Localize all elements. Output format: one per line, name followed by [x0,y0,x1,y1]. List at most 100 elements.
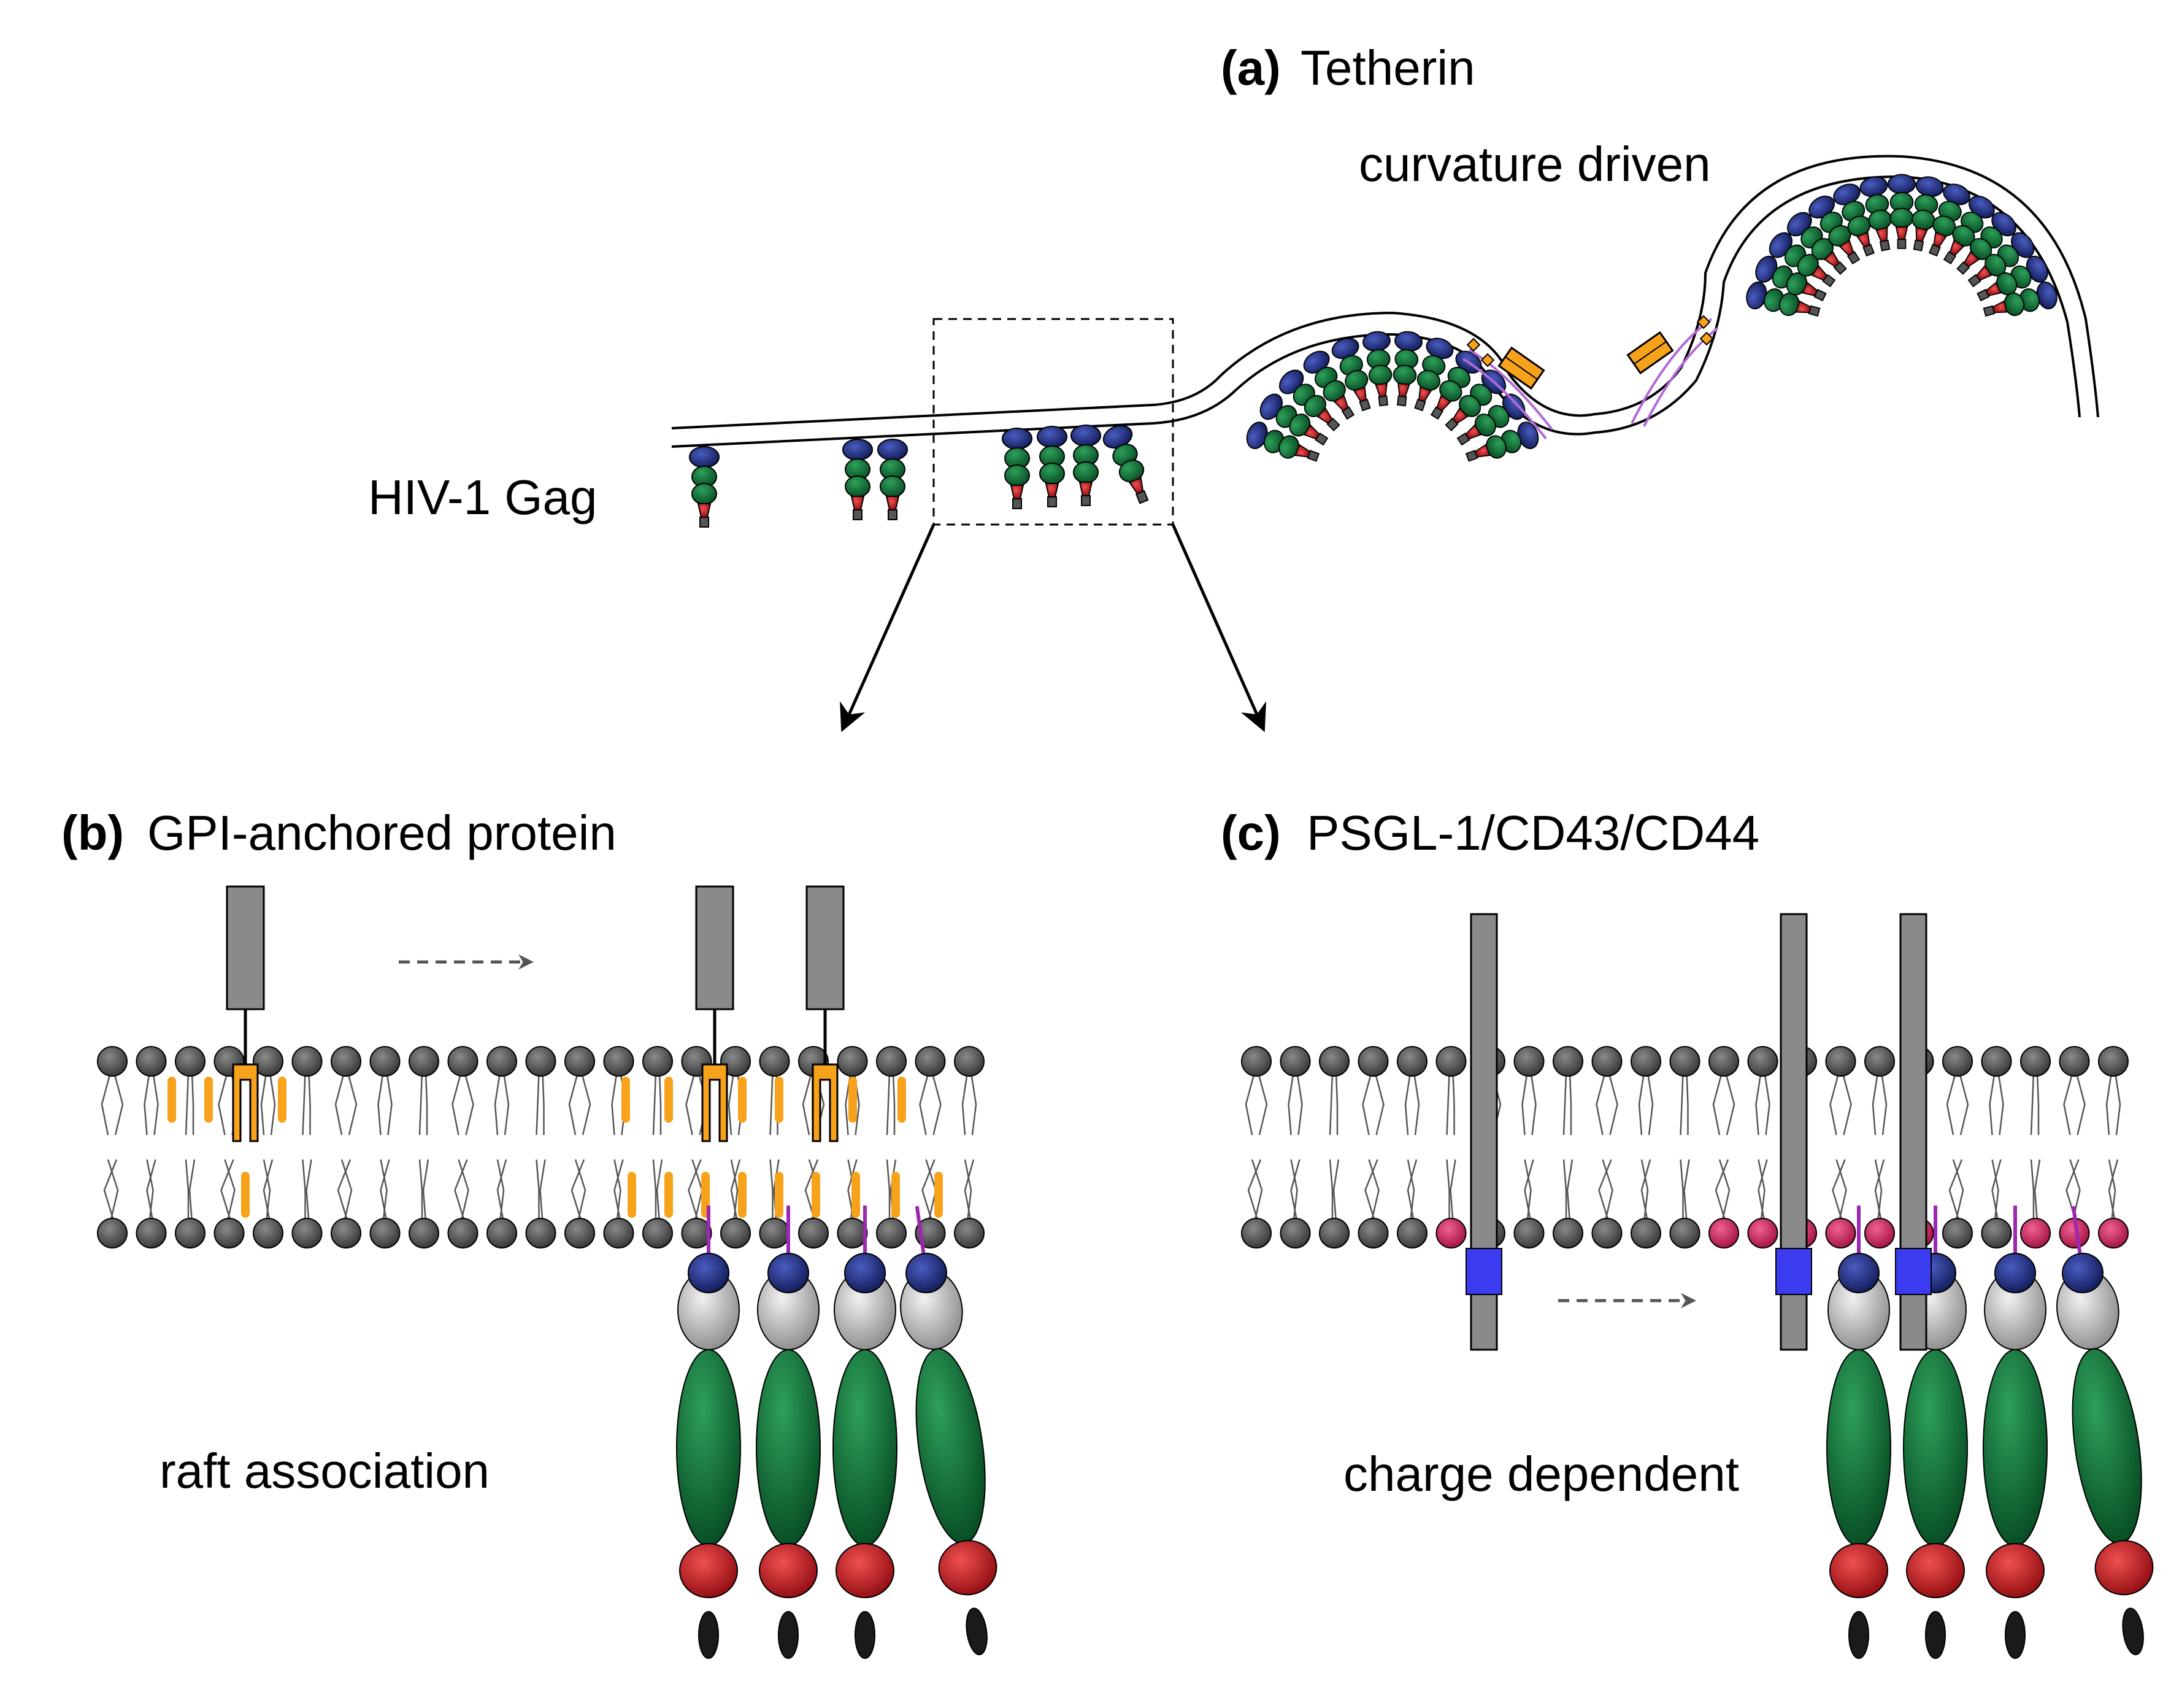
lipid-icon [409,1218,439,1248]
gag-molecule-icon [1746,281,1821,317]
panel-a: (a) Tetherin curvature driven HIV-1 Gag [368,40,2099,733]
pip2-lipid-icon [2098,1218,2129,1248]
gag-molecule-icon [1070,425,1101,506]
gag-molecule-icon [1956,212,2016,275]
lipid-icon [136,1218,167,1248]
lipid-icon [1513,1218,1545,1248]
gag-molecule-icon [1887,174,1916,249]
gag-label: HIV-1 Gag [368,470,598,525]
cholesterol-icon [775,1172,783,1218]
cholesterol-icon [628,1172,636,1218]
transmembrane-protein-icon [1466,913,1502,1351]
gag-molecule-icon [1362,331,1393,407]
cholesterol-icon [848,1077,857,1123]
lipid-icon [876,1046,907,1077]
lipid-icon [525,1218,556,1248]
gag-molecule-icon [900,1206,997,1655]
cholesterol-icon [278,1077,286,1123]
lipid-icon [1513,1046,1545,1077]
zoom-arrow-right [1171,523,1267,733]
lipid-icon [1241,1218,1272,1248]
lipid-icon [1669,1046,1700,1077]
lipid-icon [954,1218,985,1248]
zoom-arrow-left [840,523,936,733]
lipid-icon [97,1218,128,1248]
cholesterol-icon [167,1077,176,1123]
gag-molecule-icon [842,439,873,520]
gag-molecule-icon [832,1206,897,1659]
gag-molecule-icon [756,1206,821,1659]
lipid-icon [876,1218,907,1248]
lipid-icon [720,1046,751,1077]
gag-molecule-icon [1331,337,1371,412]
gag-molecule-icon [1303,350,1355,420]
gag-lattice-buds [1246,174,2058,462]
panel-c-letter: (c) [1221,806,1281,860]
lipid-icon [253,1218,283,1248]
lipid-icon [291,1218,323,1248]
panel-a-letter: (a) [1221,40,1281,95]
gag-molecule-icon [1826,1206,1891,1659]
lipid-icon [97,1046,128,1077]
lipid-icon [954,1046,985,1077]
pip2-lipid-icon [1708,1218,1739,1248]
cholesterol-icon [775,1077,783,1123]
lipid-icon [175,1218,206,1248]
lipid-icon [369,1046,401,1077]
panel-b: (b) GPI-anchored protein raft associatio… [61,806,997,1659]
lipid-icon [369,1218,401,1248]
pip2-lipid-icon [1864,1218,1895,1248]
lipid-icon [603,1046,634,1077]
gag-molecules-b [676,1206,997,1659]
panel-a-title: Tetherin [1301,40,1475,95]
lipid-icon [798,1218,829,1248]
curvature-label: curvature driven [1359,137,1711,191]
gag-molecule-icon [689,446,720,528]
lipid-icon [2059,1046,2090,1077]
lipid-icon [564,1046,595,1077]
gag-molecule-icon [1246,421,1320,462]
lipid-icon [759,1046,790,1077]
cholesterol-icon [241,1172,250,1218]
gag-molecule-icon [877,439,908,520]
lipid-icon [837,1218,868,1248]
lipid-icon [253,1046,283,1077]
gag-molecules-flat [689,425,1149,528]
panel-b-letter: (b) [61,806,124,860]
gag-molecule-icon [1465,421,1539,462]
lipid-icon [1825,1046,1856,1077]
gag-molecules-c [1826,1206,2154,1659]
cholesterol-icon [664,1077,673,1123]
gag-molecule-icon [1977,255,2048,302]
myristoyl-anchor [2071,1206,2083,1256]
lipid-icon [486,1046,517,1077]
gag-molecule-icon [1102,425,1149,504]
gpi-protein-icon [695,885,734,1142]
lipid-icon [1981,1218,2012,1248]
tetherin-icon [1626,315,1719,427]
tetherin-icon [1462,337,1553,440]
lipid-icon [447,1046,478,1077]
lipid-icon [1553,1046,1583,1077]
gag-molecule-icon [1393,331,1423,407]
lipid-icon [681,1218,712,1248]
lipid-icon [136,1046,167,1077]
lipid-icon [642,1046,673,1077]
gag-molecule-icon [1456,393,1526,446]
gag-molecule-icon [1833,183,1875,257]
lipid-icon [1397,1046,1427,1077]
lipid-icon [1631,1046,1661,1077]
lipid-icon [2020,1046,2051,1077]
lipid-icon [525,1046,556,1077]
cholesterol-icon [812,1172,820,1218]
pip2-lipid-icon [2020,1218,2051,1248]
pip2-lipid-icon [1825,1218,1856,1248]
gag-molecule-icon [1755,255,1827,302]
cholesterol-icon [738,1172,747,1218]
lipid-icon [1747,1046,1778,1077]
lipid-icon [1591,1218,1623,1248]
lipid-icon [1981,1046,2012,1077]
cholesterol-icon [934,1172,943,1218]
pip2-lipid-icon [1747,1218,1778,1248]
pip2-lipid-icon [1435,1218,1467,1248]
